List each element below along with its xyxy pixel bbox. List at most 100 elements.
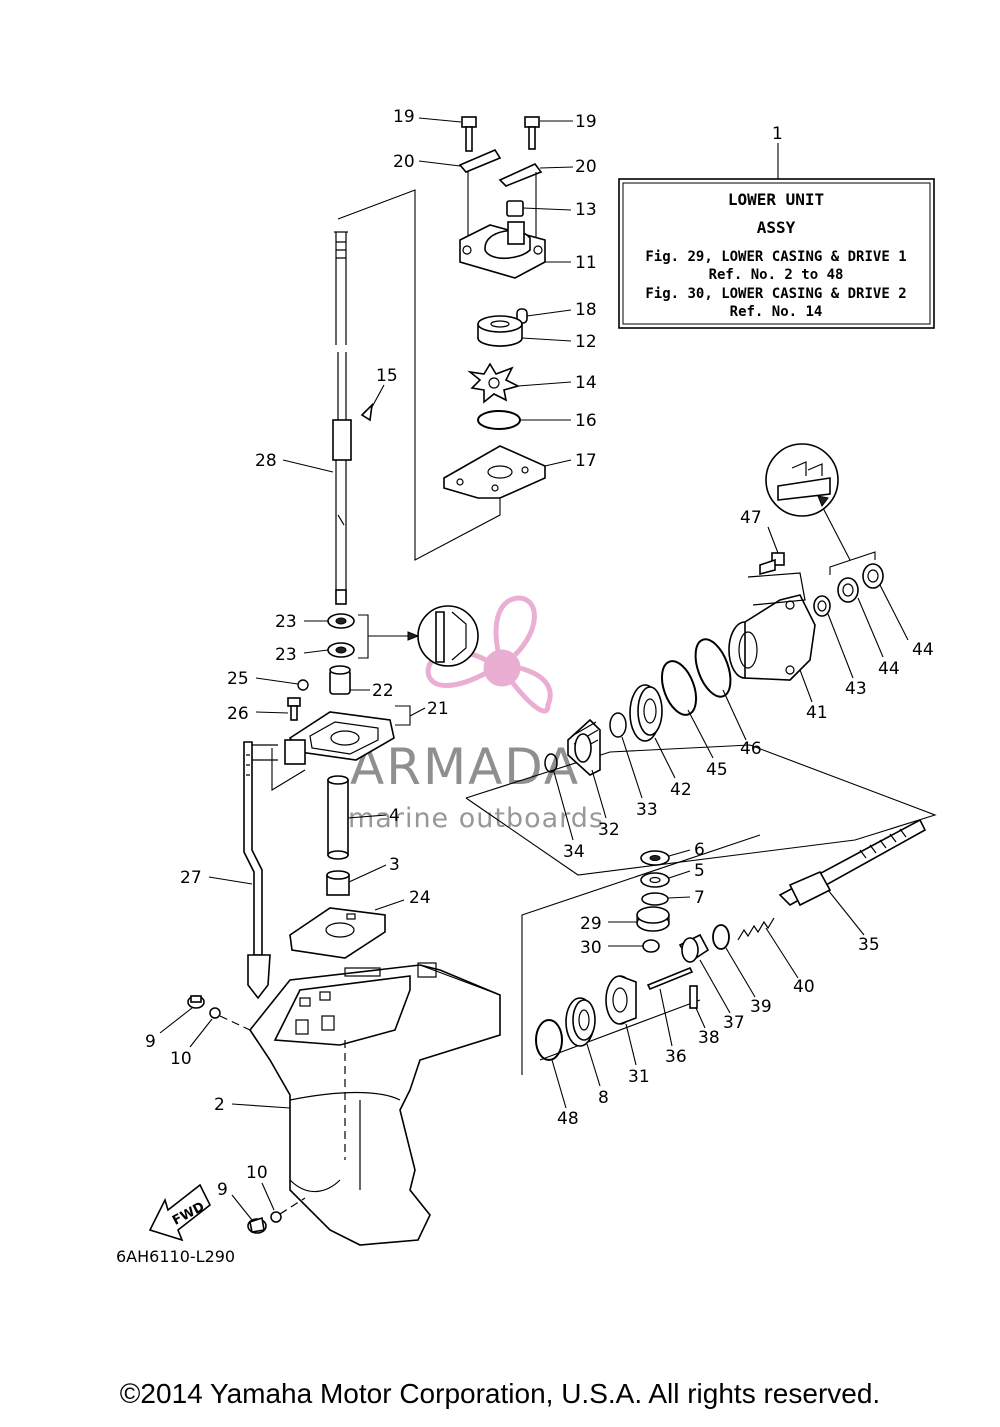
callout-29: 29 <box>580 914 602 934</box>
shift-rod-27 <box>243 741 271 1000</box>
callout-42: 42 <box>670 780 692 800</box>
ring-39 <box>712 924 730 950</box>
callout-10-bottom: 10 <box>246 1163 268 1183</box>
drive-shaft-28 <box>332 231 374 605</box>
info-line2: Ref. No. 2 to 48 <box>709 267 844 283</box>
seal-detail-icon-right <box>765 443 839 517</box>
outer-plate-17 <box>443 445 546 499</box>
callout-39: 39 <box>750 997 772 1017</box>
bolt-47 <box>759 552 785 576</box>
callout-34: 34 <box>563 842 585 862</box>
bolt-26 <box>287 697 301 721</box>
bushing-3 <box>326 870 350 896</box>
callout-18: 18 <box>575 300 597 320</box>
insert-cartridge-12 <box>477 315 523 347</box>
callout-5: 5 <box>694 861 705 881</box>
callout-20-right: 20 <box>575 157 597 177</box>
spring-40 <box>737 917 775 941</box>
shim-48 <box>535 1019 563 1061</box>
bolt-9-top <box>187 995 205 1009</box>
gear-bearing-group <box>465 443 937 876</box>
callout-6: 6 <box>694 840 705 860</box>
nut-30 <box>642 939 660 953</box>
grommet-13 <box>506 200 524 217</box>
callout-22: 22 <box>372 681 394 701</box>
o-ring-46 <box>694 638 732 698</box>
callout-41: 41 <box>806 703 828 723</box>
callout-47: 47 <box>740 508 762 528</box>
callout-21: 21 <box>427 699 449 719</box>
propeller-shaft-35 <box>778 818 927 907</box>
callout-labels: 19 19 20 20 13 11 18 12 14 16 17 15 28 2… <box>145 107 934 1200</box>
washer-10-top <box>209 1007 221 1019</box>
callout-45: 45 <box>706 760 728 780</box>
spacer-43 <box>813 595 831 617</box>
oil-seal-44-a <box>837 577 859 603</box>
callout-4: 4 <box>389 806 400 826</box>
o-ring-16 <box>477 410 521 430</box>
impeller-14 <box>467 362 521 404</box>
callout-31: 31 <box>628 1067 650 1087</box>
callout-17: 17 <box>575 451 597 471</box>
callout-26: 26 <box>227 704 249 724</box>
bolt-9-bottom <box>247 1216 267 1234</box>
callout-36: 36 <box>665 1047 687 1067</box>
shim-33 <box>609 712 627 738</box>
seal-detail-icon <box>407 605 479 667</box>
bearing-42 <box>629 684 663 742</box>
sleeve-4 <box>327 775 349 860</box>
plate-20-right <box>498 163 543 187</box>
pin-38 <box>689 985 698 1009</box>
water-pump-group <box>337 116 546 561</box>
callout-19-right: 19 <box>575 112 597 132</box>
lower-casing-2 <box>249 962 501 1246</box>
bushing-22 <box>329 665 351 695</box>
washer-10-bottom <box>270 1211 282 1223</box>
plate-20-left <box>458 148 502 173</box>
forward-gear-31 <box>605 975 637 1025</box>
callout-37: 37 <box>723 1013 745 1033</box>
pinion-32 <box>567 718 601 776</box>
callout-8: 8 <box>598 1088 609 1108</box>
callout-15: 15 <box>376 366 398 386</box>
callout-9-top: 9 <box>145 1032 156 1052</box>
callout-16: 16 <box>575 411 597 431</box>
callout-27: 27 <box>180 868 202 888</box>
bearing-5 <box>640 872 670 888</box>
dog-clutch-37 <box>678 933 710 964</box>
drive-shaft-bearings <box>249 605 479 791</box>
info-box: 1 LOWER UNIT ASSY Fig. 29, LOWER CASING … <box>618 124 935 329</box>
bearing-8 <box>565 997 596 1047</box>
leader-lines <box>159 117 909 1221</box>
callout-24: 24 <box>409 888 431 908</box>
watermark-tagline: marine outboards <box>348 803 604 834</box>
callout-32: 32 <box>598 820 620 840</box>
callout-38: 38 <box>698 1028 720 1048</box>
watermark: ARMADA marine outboards <box>348 595 604 834</box>
pin-36 <box>646 966 694 991</box>
callout-44-a: 44 <box>878 659 900 679</box>
oil-seal-44-b <box>862 563 884 589</box>
info-title-line1: LOWER UNIT <box>728 190 824 209</box>
callout-46: 46 <box>740 739 762 759</box>
pump-housing-11 <box>459 221 546 279</box>
washer-7 <box>641 892 669 906</box>
callout-2: 2 <box>214 1095 225 1115</box>
callout-20-left: 20 <box>393 152 415 172</box>
callout-40: 40 <box>793 977 815 997</box>
drawing-code: 6AH6110-L290 <box>116 1247 235 1266</box>
callout-33: 33 <box>636 800 658 820</box>
callout-11: 11 <box>575 253 597 273</box>
propeller-shaft-group <box>521 818 927 1075</box>
callout-19-left: 19 <box>393 107 415 127</box>
o-ring-25 <box>297 679 309 691</box>
bearing-housing-21 <box>284 711 395 765</box>
shim-34 <box>544 753 558 773</box>
plate-24 <box>289 907 386 959</box>
info-line4: Ref. No. 14 <box>730 304 823 320</box>
callout-10-top: 10 <box>170 1049 192 1069</box>
watermark-brand: ARMADA <box>350 738 580 796</box>
washer-6 <box>640 850 670 866</box>
